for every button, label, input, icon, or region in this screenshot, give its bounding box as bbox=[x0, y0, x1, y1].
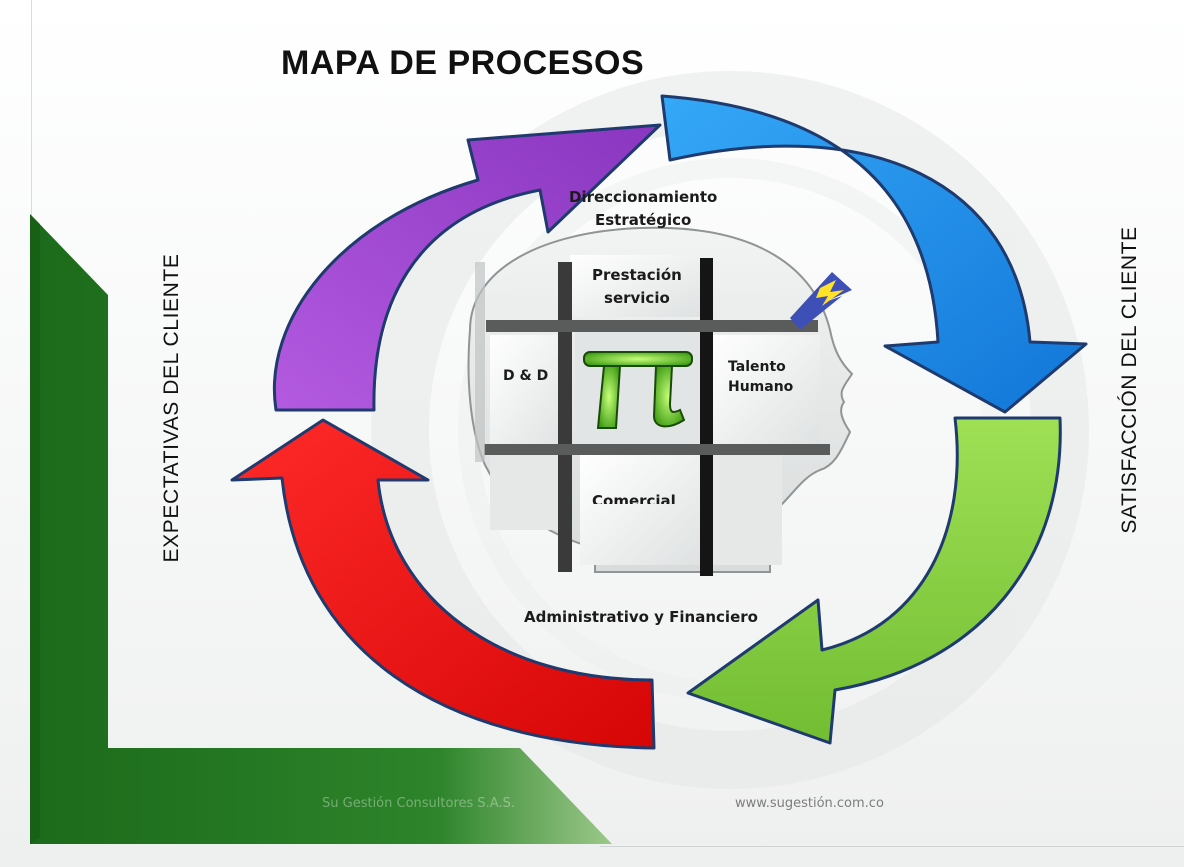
label-talent-line1: Talento bbox=[728, 359, 786, 375]
frame-line-bottom bbox=[600, 846, 1184, 847]
label-strategic-line1: Direccionamiento bbox=[569, 188, 718, 206]
label-talent-line2: Humano bbox=[728, 379, 794, 396]
label-service: Prestación servicio bbox=[592, 264, 682, 311]
label-strategic-line2: Estratégico bbox=[595, 211, 692, 230]
label-dd: D & D bbox=[503, 368, 549, 384]
arrow-bottom-right bbox=[686, 416, 1062, 745]
label-commercial: Comercial bbox=[592, 492, 676, 504]
pi-symbol bbox=[583, 351, 693, 429]
label-strategic: Direccionamiento Estratégico bbox=[569, 186, 717, 233]
frame-line-left bbox=[31, 0, 32, 220]
label-service-line2: servicio bbox=[604, 289, 670, 308]
footer-url[interactable]: www.sugestión.com.co bbox=[735, 796, 884, 811]
label-customer-satisfaction: SATISFACCIÓN DEL CLIENTE bbox=[1118, 226, 1141, 534]
lightning-icon bbox=[790, 272, 852, 330]
label-customer-expectations: EXPECTATIVAS DEL CLIENTE bbox=[160, 253, 183, 563]
arrow-bottom-left bbox=[230, 418, 656, 750]
footer-company: Su Gestión Consultores S.A.S. bbox=[322, 796, 515, 811]
label-talent: Talento Humano bbox=[728, 357, 793, 398]
label-service-line1: Prestación bbox=[592, 266, 682, 284]
arrow-top-left bbox=[273, 123, 662, 412]
corner-bracket bbox=[30, 214, 612, 844]
arrow-top-right bbox=[660, 94, 1088, 414]
page-title: MAPA DE PROCESOS bbox=[281, 44, 645, 82]
label-admin: Administrativo y Financiero bbox=[524, 608, 758, 626]
